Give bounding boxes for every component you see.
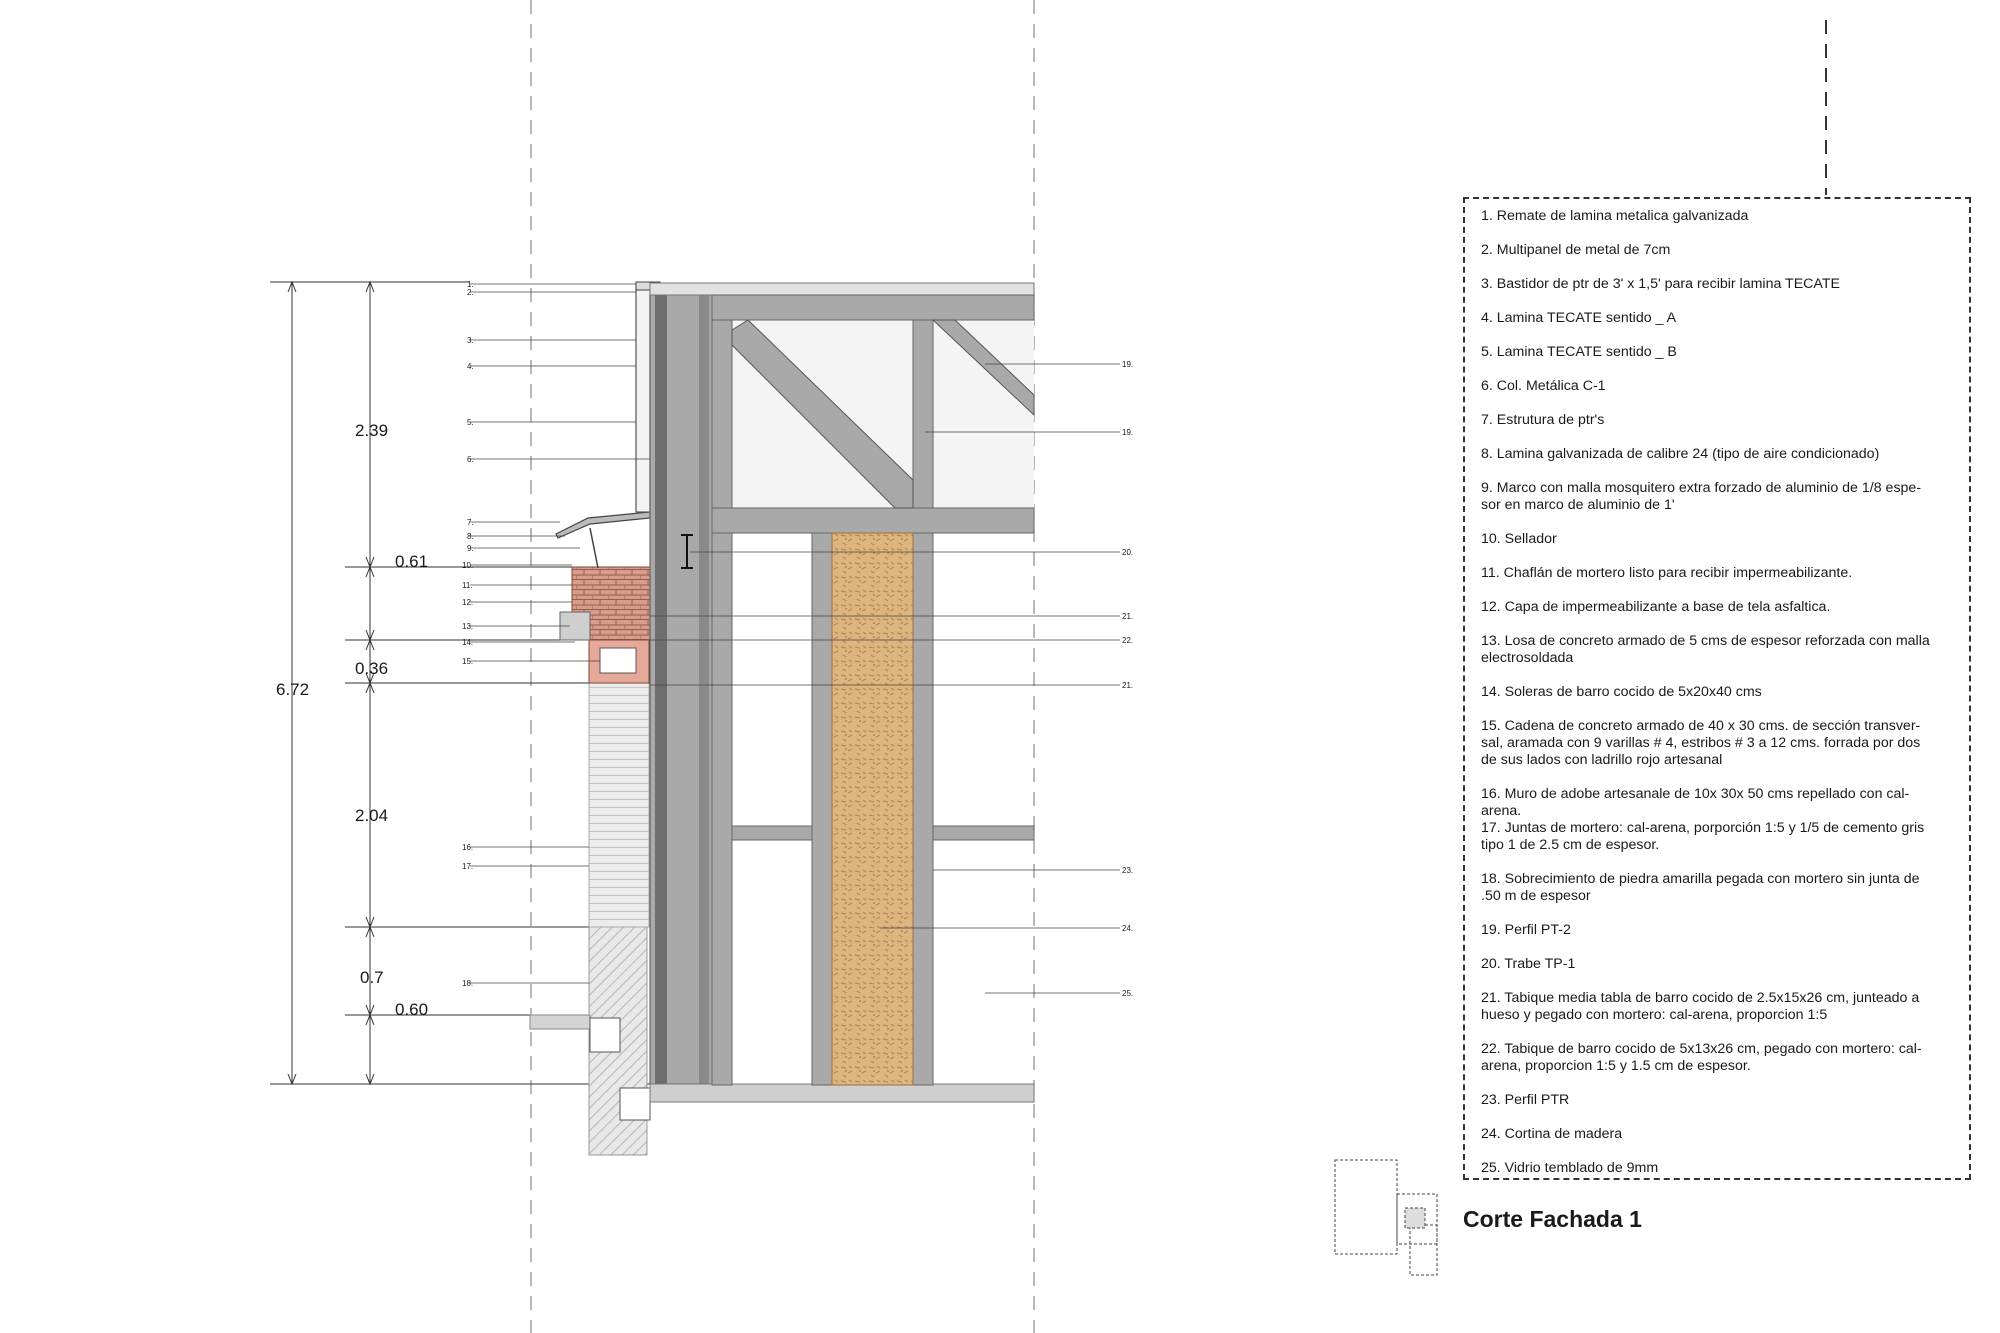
- leader-lines-left: [470, 283, 650, 984]
- steel-column-flange: [655, 295, 667, 1085]
- tag-17: 17.: [462, 862, 474, 871]
- legend-item-9: 9. Marco con malla mosquitero extra forz…: [1481, 480, 1922, 513]
- leader-lines-right: [650, 363, 1120, 994]
- dim-total: 6.72: [276, 680, 310, 699]
- legend-item-21: 21. Tabique media tabla de barro cocido …: [1481, 990, 1920, 1023]
- dim-0-60: 0.60: [395, 1000, 429, 1019]
- tag-23: 23.: [1122, 866, 1134, 875]
- tag-16: 16.: [462, 843, 474, 852]
- tag-9: 9.: [467, 544, 474, 553]
- legend-frame: [1463, 197, 1971, 1180]
- tag-18: 18.: [462, 979, 474, 988]
- legend-item-2: 2. Multipanel de metal de 7cm: [1481, 242, 1671, 258]
- transom-right: [932, 825, 1035, 841]
- beam-symbol: [681, 534, 693, 569]
- truss-post-left: [711, 294, 733, 1086]
- axis-lines: [530, 0, 1827, 1333]
- tag-21b: 21.: [1122, 681, 1134, 690]
- tag-1: 1.: [467, 280, 474, 289]
- legend-item-1: 1. Remate de lamina metalica galvanizada: [1481, 208, 1749, 224]
- tag-3: 3.: [467, 336, 474, 345]
- legend-list: 1. Remate de lamina metalica galvanizada…: [1481, 208, 1961, 1194]
- dim-0-36: 0.36: [355, 659, 389, 678]
- sheet-title: Corte Fachada 1: [1463, 1206, 1642, 1232]
- tag-2: 2.: [467, 288, 474, 297]
- key-plan-icon: [1334, 1159, 1438, 1276]
- legend-item-13: 13. Losa de concreto armado de 5 cms de …: [1481, 633, 1930, 666]
- legend-item-15: 15. Cadena de concreto armado de 40 x 30…: [1481, 718, 1921, 768]
- truss-chord-top: [711, 294, 1035, 321]
- transom-left: [731, 825, 813, 841]
- wood-curtain: [831, 532, 914, 1086]
- bond-beam-core: [599, 647, 637, 674]
- tag-11: 11.: [462, 581, 473, 590]
- metal-canopy: [555, 511, 651, 539]
- tag-13: 13.: [462, 622, 474, 631]
- tag-25: 25.: [1122, 989, 1134, 998]
- legend-item-23: 23. Perfil PTR: [1481, 1092, 1570, 1108]
- adobe-wall: [588, 682, 650, 928]
- legend-item-10: 10. Sellador: [1481, 531, 1557, 547]
- legend-item-5: 5. Lamina TECATE sentido _ B: [1481, 344, 1677, 360]
- tag-8: 8.: [467, 532, 474, 541]
- tag-19a: 19.: [1122, 360, 1134, 369]
- footing-chain: [589, 1017, 621, 1053]
- legend-item-24: 24. Cortina de madera: [1481, 1126, 1623, 1142]
- tag-21a: 21.: [1122, 612, 1134, 621]
- tag-7: 7.: [467, 518, 474, 527]
- legend-item-17: 17. Juntas de mortero: cal-arena, porpor…: [1481, 820, 1925, 853]
- tag-19b: 19.: [1122, 428, 1134, 437]
- legend-item-25: 25. Vidrio temblado de 9mm: [1481, 1160, 1659, 1176]
- tag-6: 6.: [467, 455, 474, 464]
- legend-item-14: 14. Soleras de barro cocido de 5x20x40 c…: [1481, 684, 1762, 700]
- legend-item-18: 18. Sobrecimiento de piedra amarilla peg…: [1481, 871, 1920, 904]
- dim-2-39: 2.39: [355, 421, 389, 440]
- truss-diagonal-right: [931, 319, 1035, 417]
- truss-post-center: [912, 319, 934, 509]
- footing-chain-lower: [619, 1087, 651, 1121]
- ground-slab: [529, 1014, 591, 1030]
- tag-15: 15.: [462, 657, 474, 666]
- dim-0-7: 0.7: [360, 968, 384, 987]
- floor-slab: [649, 1083, 1035, 1103]
- tag-10: 10.: [462, 561, 474, 570]
- tag-4: 4.: [467, 362, 474, 371]
- legend-item-4: 4. Lamina TECATE sentido _ A: [1481, 310, 1677, 326]
- legend-item-20: 20. Trabe TP-1: [1481, 956, 1576, 972]
- legend-item-19: 19. Perfil PT-2: [1481, 922, 1571, 938]
- legend-item-16: 16. Muro de adobe artesanale de 10x 30x …: [1481, 786, 1910, 819]
- tag-24: 24.: [1122, 924, 1134, 933]
- tag-20: 20.: [1122, 548, 1134, 557]
- dimension-lines: [270, 280, 650, 1086]
- legend-item-22: 22. Tabique de barro cocido de 5x13x26 c…: [1481, 1041, 1922, 1074]
- truss-chord-bottom: [711, 507, 1035, 534]
- legend-item-6: 6. Col. Metálica C-1: [1481, 378, 1606, 394]
- dim-0-61: 0.61: [395, 552, 429, 571]
- dim-2-04: 2.04: [355, 806, 389, 825]
- tag-14: 14.: [462, 638, 474, 647]
- legend-item-3: 3. Bastidor de ptr de 3' x 1,5' para rec…: [1481, 276, 1840, 292]
- legend-item-12: 12. Capa de impermeabilizante a base de …: [1481, 599, 1831, 615]
- tag-5: 5.: [467, 418, 474, 427]
- tag-22: 22.: [1122, 636, 1134, 645]
- truss-diagonal-left: [731, 319, 914, 509]
- legend-item-8: 8. Lamina galvanizada de calibre 24 (tip…: [1481, 446, 1880, 462]
- legend-item-11: 11. Chaflán de mortero listo para recibi…: [1481, 565, 1853, 581]
- roof-panel: [649, 282, 1035, 296]
- tag-12: 12.: [462, 598, 474, 607]
- legend-item-7: 7. Estrutura de ptr's: [1481, 412, 1605, 428]
- tecate-cladding: [635, 286, 651, 513]
